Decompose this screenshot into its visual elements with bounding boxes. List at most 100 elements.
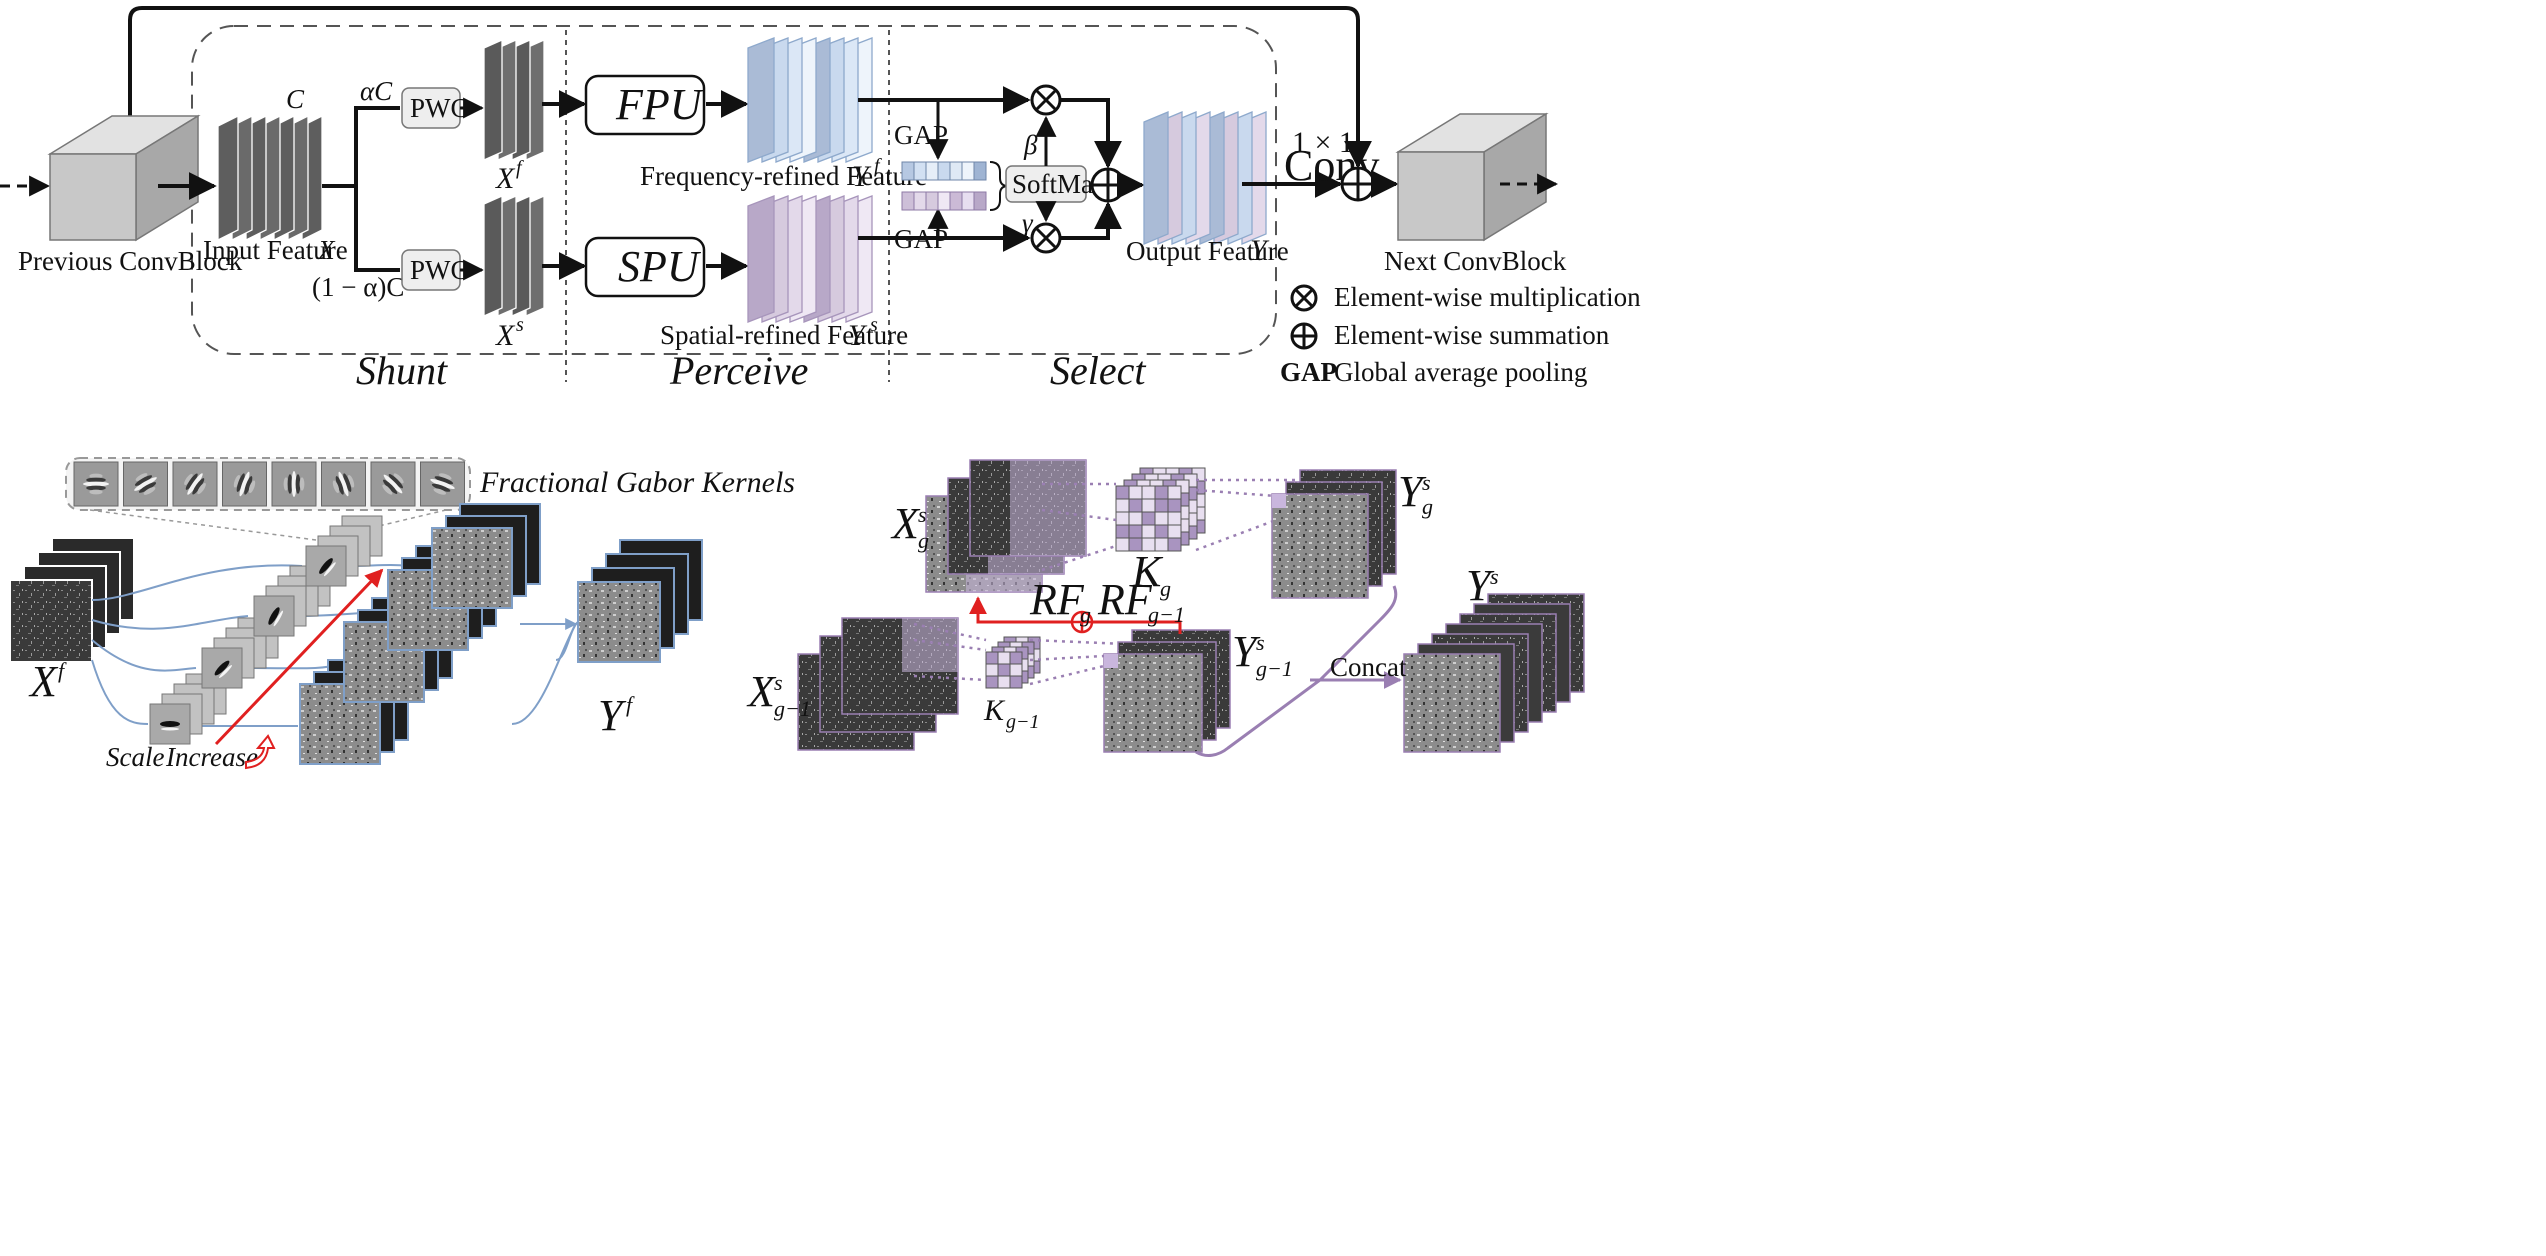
svg-text:X: X xyxy=(495,319,516,352)
section-select: Select xyxy=(1050,348,1146,393)
svg-text:g−1: g−1 xyxy=(774,696,811,721)
previous-convblock-cube xyxy=(47,114,201,242)
outStack-layer xyxy=(1143,111,1169,245)
gabor-stripe xyxy=(383,479,398,494)
gabor-stripe xyxy=(192,478,205,495)
mult-to-sum-bottom xyxy=(1060,201,1122,240)
legend-gap-label: Global average pooling xyxy=(1334,357,1587,387)
gamma-label: γ xyxy=(1022,208,1034,238)
kg-cell xyxy=(1154,511,1169,526)
previous-convblock-label: Previous ConvBlock xyxy=(18,246,243,276)
vec-freq-cell xyxy=(961,161,975,181)
sum-circle-select xyxy=(1090,167,1126,203)
svg-text:RF: RF xyxy=(1029,575,1085,624)
yf-image-label: Y f xyxy=(598,691,635,740)
rfg-label: RF g xyxy=(1029,575,1091,627)
svg-text:g−1: g−1 xyxy=(1148,602,1185,627)
gabor-stripe xyxy=(244,476,253,495)
gabor-stripe xyxy=(383,474,403,494)
freq-feature-label: Frequency-refined Feature xyxy=(640,161,927,191)
pwc-label-bottom: PWC xyxy=(410,255,469,285)
gabor-stripe xyxy=(135,473,148,481)
flow-curve xyxy=(91,639,197,672)
gabor-stripe xyxy=(295,474,301,494)
vec-freq-cell xyxy=(949,161,963,181)
alpha-c-label: αC xyxy=(360,76,393,106)
kernel-stripe xyxy=(323,562,336,577)
svg-text:g−1: g−1 xyxy=(1256,656,1293,681)
receptive-connector xyxy=(1029,664,1105,686)
gap-label-bottom: GAP xyxy=(894,224,948,254)
kernel-stripe xyxy=(160,721,180,727)
response-image xyxy=(431,527,513,609)
gap-label-top: GAP xyxy=(894,120,948,150)
gabor-stripe xyxy=(187,473,203,495)
flow-curve xyxy=(511,623,577,725)
ysStack-layer xyxy=(747,195,775,323)
vec-spatial-cell xyxy=(913,191,927,211)
kg-cell xyxy=(1154,498,1169,513)
gabor-stripe xyxy=(343,473,352,492)
increase-label: Increase xyxy=(165,742,258,772)
kg-cell xyxy=(1167,511,1182,526)
kg-cell xyxy=(1141,498,1156,513)
yg-image xyxy=(1271,493,1369,599)
scale-increase-arrow xyxy=(214,568,384,746)
kg-cell xyxy=(1115,511,1130,526)
kg1-cell xyxy=(985,675,999,689)
gabor-stripe xyxy=(89,489,103,495)
gabor-stripe xyxy=(434,476,454,485)
spatial-perception-unit-detail xyxy=(797,459,1585,757)
kg1-cell xyxy=(1009,675,1023,689)
svg-text:X: X xyxy=(890,499,921,548)
kg1-cell xyxy=(997,663,1011,677)
kg-cell xyxy=(1141,485,1156,500)
svg-text:s: s xyxy=(516,314,524,336)
kg-cell xyxy=(1167,537,1182,552)
gabor-stripe xyxy=(431,483,451,492)
gabor-stripe xyxy=(347,475,355,488)
kg-cell xyxy=(1115,498,1130,513)
ys-image xyxy=(1403,653,1501,753)
rf-sum-plus xyxy=(1072,612,1092,632)
vec-spatial-cell xyxy=(925,191,939,211)
gabor-response-stacks xyxy=(299,503,541,765)
kg-cell xyxy=(1128,485,1143,500)
gabor-stripe xyxy=(430,479,455,489)
vec-spatial-cell xyxy=(961,191,975,211)
ys-feature-stack xyxy=(747,195,873,323)
one-minus-alpha-c-label: (1 − α)C xyxy=(312,272,404,302)
yf-image xyxy=(577,581,661,663)
pooled-vector-freq xyxy=(901,161,987,181)
kg1-label: K g−1 xyxy=(983,694,1040,733)
kg1-cell xyxy=(1009,651,1023,665)
scale-label: Scale xyxy=(106,742,164,772)
flow-curve xyxy=(91,564,303,601)
concat-label: Concat xyxy=(1330,652,1407,682)
kg-cell xyxy=(1128,511,1143,526)
yfStack-layer xyxy=(747,37,775,163)
gabor-stripe xyxy=(239,471,250,497)
kg1-cell xyxy=(1009,663,1023,677)
gabor-stripe xyxy=(393,473,404,484)
legend-mult-icon xyxy=(1290,284,1318,312)
gabor-stripe xyxy=(335,476,344,495)
yg1-image xyxy=(1103,653,1203,753)
inputStack-layer xyxy=(217,114,239,242)
kernel-stripe xyxy=(319,558,333,574)
xf-label: X f xyxy=(495,157,524,195)
svg-text:f: f xyxy=(516,157,524,179)
gabor-stripe xyxy=(134,475,153,486)
gabor-stripe xyxy=(184,473,193,485)
vec-spatial-cell xyxy=(973,191,987,211)
svg-text:f: f xyxy=(626,692,635,717)
receptive-connector xyxy=(1041,544,1117,572)
kernel-stripe xyxy=(268,607,280,625)
kg-cell xyxy=(1167,498,1182,513)
svg-text:s: s xyxy=(1256,630,1265,655)
gabor-stripe xyxy=(236,473,245,492)
yf-feature-stack xyxy=(747,37,873,163)
legend: Element-wise multiplication Element-wise… xyxy=(1280,282,1641,387)
kg-cell xyxy=(1154,485,1169,500)
xg-window xyxy=(1010,460,1086,556)
